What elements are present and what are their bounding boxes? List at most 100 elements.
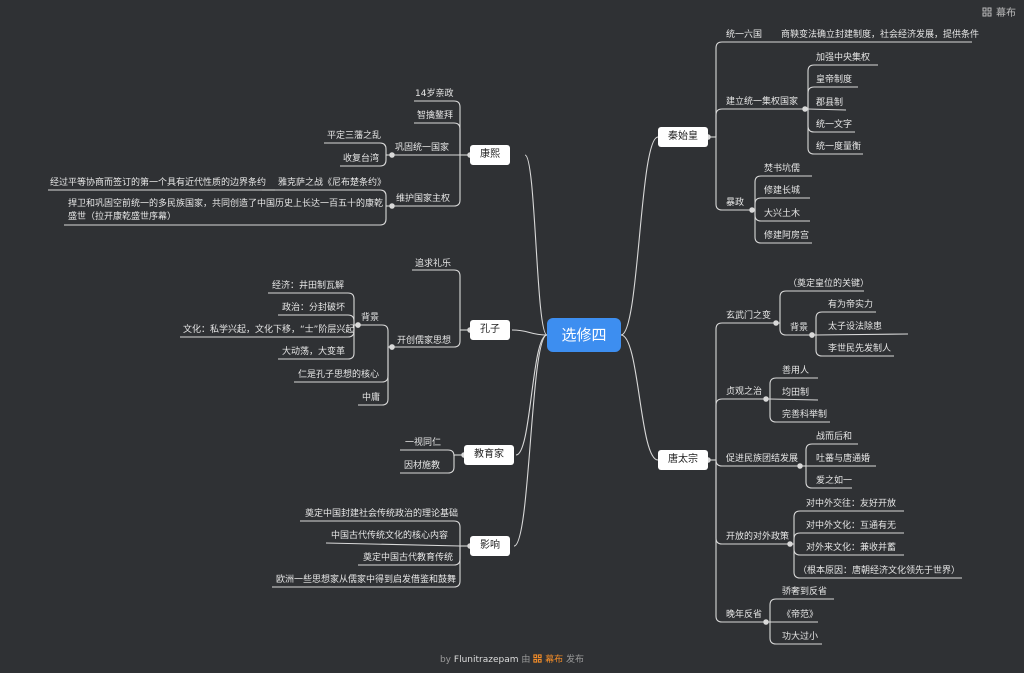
node-kangxi-b[interactable]: 智擒鳌拜 [417, 111, 454, 121]
node-tyranny-item[interactable]: 修建阿房宫 [764, 231, 810, 241]
node-tyranny[interactable]: 暴政 [726, 198, 745, 208]
node-ethnic-item[interactable]: 战而后和 [816, 432, 853, 442]
node-tyranny-item[interactable]: 修建长城 [764, 186, 801, 196]
node-open-policy[interactable]: 开放的对外政策 [726, 532, 790, 542]
node-tyranny-item[interactable]: 焚书坑儒 [764, 164, 801, 174]
node-open-item[interactable]: （根本原因：唐朝经济文化领先于世界） [798, 566, 961, 576]
root-topic[interactable]: 选修四 [547, 318, 621, 352]
node-confucius-core[interactable]: 仁是孔子思想的核心 [298, 370, 380, 380]
connector-line [769, 377, 818, 399]
node-confucius-bg-item[interactable]: 文化：私学兴起，文化下移，“士”阶层兴起 [183, 325, 355, 335]
node-confucius-mid[interactable]: 中庸 [362, 393, 381, 403]
node-ethnic-item[interactable]: 爱之如一 [816, 476, 853, 486]
node-bg-item[interactable]: 有为帝实力 [828, 300, 874, 310]
brand-name: 幕布 [996, 8, 1016, 19]
node-xuanwu-note[interactable]: （奠定皇位的关键） [788, 279, 870, 289]
node-zhenguan-item[interactable]: 完善科举制 [782, 410, 828, 420]
node-influence-item[interactable]: 中国古代传统文化的核心内容 [331, 531, 449, 541]
node-open-item[interactable]: 对中外文化：互通有无 [806, 521, 897, 531]
node-build-item[interactable]: 郡县制 [816, 98, 844, 108]
node-confucius-b[interactable]: 开创儒家思想 [397, 336, 452, 346]
connector-line [805, 466, 852, 489]
topic-taizong[interactable]: 唐太宗 [658, 450, 708, 470]
connector-line [769, 622, 822, 645]
junction-dot [763, 619, 769, 625]
footer-brand[interactable]: 幕布 [545, 655, 564, 665]
footer-author[interactable]: Flunitrazepam [453, 655, 519, 665]
node-influence-item[interactable]: 奠定中国封建社会传统政治的理论基础 [305, 509, 459, 519]
topic-educator[interactable]: 教育家 [464, 445, 514, 465]
node-kangxi-d-detail[interactable]: 经过平等协商而签订的第一个具有近代性质的边界条约 [50, 178, 267, 188]
node-zhenguan-item[interactable]: 善用人 [782, 366, 810, 376]
node-late-item[interactable]: 骄奢到反省 [782, 587, 828, 597]
connector-line [414, 100, 461, 155]
node-kangxi-c[interactable]: 巩固统一国家 [395, 143, 450, 153]
connector-line [515, 334, 548, 456]
topic-kangxi[interactable]: 康熙 [470, 145, 510, 165]
node-unify[interactable]: 统一六国 [726, 30, 763, 40]
node-confucius-bg-item[interactable]: 大动荡，大变革 [282, 347, 346, 357]
connector-line [815, 311, 876, 335]
connector-line [793, 510, 904, 544]
junction-dot [809, 332, 815, 338]
connector-line [392, 155, 461, 207]
topic-qinshihuang[interactable]: 秦始皇 [658, 127, 708, 147]
node-kangxi-d-sub2[interactable]: 捍卫和巩固空前统一的多民族国家，共同创造了中国历史上长达一百五十的康乾盛世（拉开… [68, 199, 384, 222]
node-build-item[interactable]: 统一度量衡 [816, 142, 862, 152]
node-late[interactable]: 晚年反省 [726, 610, 763, 620]
node-kangxi-c-item[interactable]: 平定三藩之乱 [327, 131, 382, 141]
connector-line [278, 325, 355, 360]
connector-line [400, 449, 455, 457]
node-kangxi-c-item[interactable]: 收复台湾 [343, 154, 380, 164]
node-bg[interactable]: 背景 [790, 323, 809, 333]
topic-confucius[interactable]: 孔子 [470, 320, 510, 340]
node-build-item[interactable]: 皇帝制度 [816, 75, 853, 85]
node-educator-item[interactable]: 因材施教 [404, 461, 441, 471]
node-zhenguan[interactable]: 贞观之治 [726, 387, 763, 397]
node-build-item[interactable]: 加强中央集权 [816, 53, 871, 63]
node-zhenguan-item[interactable]: 均田制 [782, 388, 810, 398]
node-open-item[interactable]: 对中外交往：友好开放 [806, 499, 897, 509]
node-kangxi-d-sub[interactable]: 雅克萨之战《尼布楚条约》 [278, 178, 387, 188]
connector-line [815, 333, 909, 336]
mubu-logo-icon [982, 7, 992, 17]
topic-influence[interactable]: 影响 [470, 536, 510, 556]
node-confucius-a[interactable]: 追求礼乐 [415, 259, 452, 269]
node-ethnic-item[interactable]: 吐蕃与唐通婚 [816, 454, 871, 464]
node-kangxi-a[interactable]: 14岁亲政 [415, 89, 454, 99]
junction-dot [787, 541, 793, 547]
connector-line [620, 136, 659, 336]
connector-line [340, 155, 387, 167]
connector-line [358, 324, 389, 347]
connector-line [414, 122, 461, 155]
node-xuanwu[interactable]: 玄武门之变 [726, 311, 772, 321]
node-unify-detail[interactable]: 商鞅变法确立封建制度，社会经济发展，提供条件 [781, 30, 980, 40]
node-build-item[interactable]: 统一文字 [816, 120, 853, 130]
brand-badge[interactable]: 幕布 [982, 4, 1016, 19]
node-bg-item[interactable]: 李世民先发制人 [828, 344, 892, 354]
node-confucius-bg[interactable]: 背景 [361, 313, 380, 323]
connector-line [715, 322, 776, 460]
node-influence-item[interactable]: 欧洲一些思想家从儒家中得到启发借鉴和鼓舞 [276, 575, 457, 585]
node-ethnic[interactable]: 促进民族团结发展 [726, 454, 799, 464]
node-educator-item[interactable]: 一视同仁 [405, 438, 442, 448]
connector-line [268, 292, 355, 325]
node-bg-item[interactable]: 太子设法除患 [828, 322, 883, 332]
node-kangxi-d[interactable]: 维护国家主权 [396, 194, 451, 204]
connector-line [769, 398, 819, 401]
connector-line [275, 189, 387, 206]
connector-line [272, 546, 461, 588]
node-tyranny-item[interactable]: 大兴土木 [764, 209, 801, 219]
connector-line [779, 290, 864, 323]
connector-line [779, 323, 812, 336]
node-confucius-bg-item[interactable]: 经济：井田制瓦解 [272, 281, 345, 291]
node-late-item[interactable]: 《帝范》 [782, 610, 819, 620]
node-build-state[interactable]: 建立统一集权国家 [726, 97, 799, 107]
node-confucius-bg-item[interactable]: 政治：分封破坏 [282, 303, 346, 313]
node-late-item[interactable]: 功大过小 [782, 632, 819, 642]
connector-line [715, 398, 766, 460]
connector-line [392, 330, 461, 348]
node-open-item[interactable]: 对外来文化：兼收并蓄 [806, 543, 897, 553]
connector-line [358, 347, 389, 406]
node-influence-item[interactable]: 奠定中国古代教育传统 [363, 553, 454, 563]
